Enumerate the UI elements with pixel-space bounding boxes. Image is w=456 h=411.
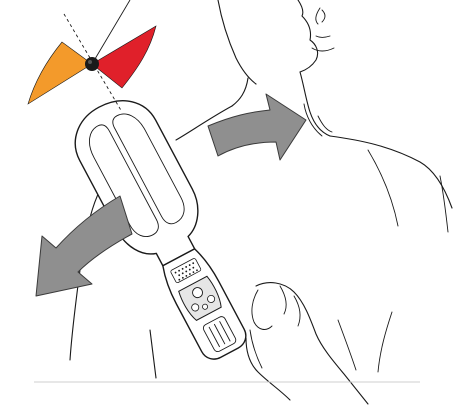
ear xyxy=(316,8,325,24)
collar xyxy=(304,104,332,136)
torso-side xyxy=(150,330,156,378)
mouth xyxy=(316,36,330,38)
sweep-wedge-right xyxy=(92,26,156,88)
finger-1 xyxy=(280,286,286,314)
hand-outline xyxy=(256,283,368,404)
right-shoulder xyxy=(330,136,452,208)
torso-bottom-right xyxy=(338,320,356,370)
neck-front xyxy=(300,72,330,136)
arrow-down-left-icon xyxy=(36,196,132,296)
sweep-pivot-highlight xyxy=(88,60,92,64)
chin-line xyxy=(312,48,334,51)
sweep-angle-icon xyxy=(28,0,156,112)
thumb xyxy=(252,290,272,329)
shirt-crease-3 xyxy=(378,312,392,372)
shirt-crease-1 xyxy=(368,150,398,226)
torso-bottom-mid xyxy=(250,330,262,368)
shirt-crease-2 xyxy=(440,176,448,232)
head-back-outline xyxy=(218,0,256,84)
sweep-pivot xyxy=(85,57,99,71)
arrow-up-right-icon xyxy=(208,94,306,160)
face-profile xyxy=(298,0,318,72)
finger-2 xyxy=(294,296,300,326)
hand-wrist xyxy=(246,338,290,400)
hand xyxy=(246,283,368,404)
sweep-wedge-left xyxy=(28,42,92,104)
neck-back xyxy=(232,78,248,106)
